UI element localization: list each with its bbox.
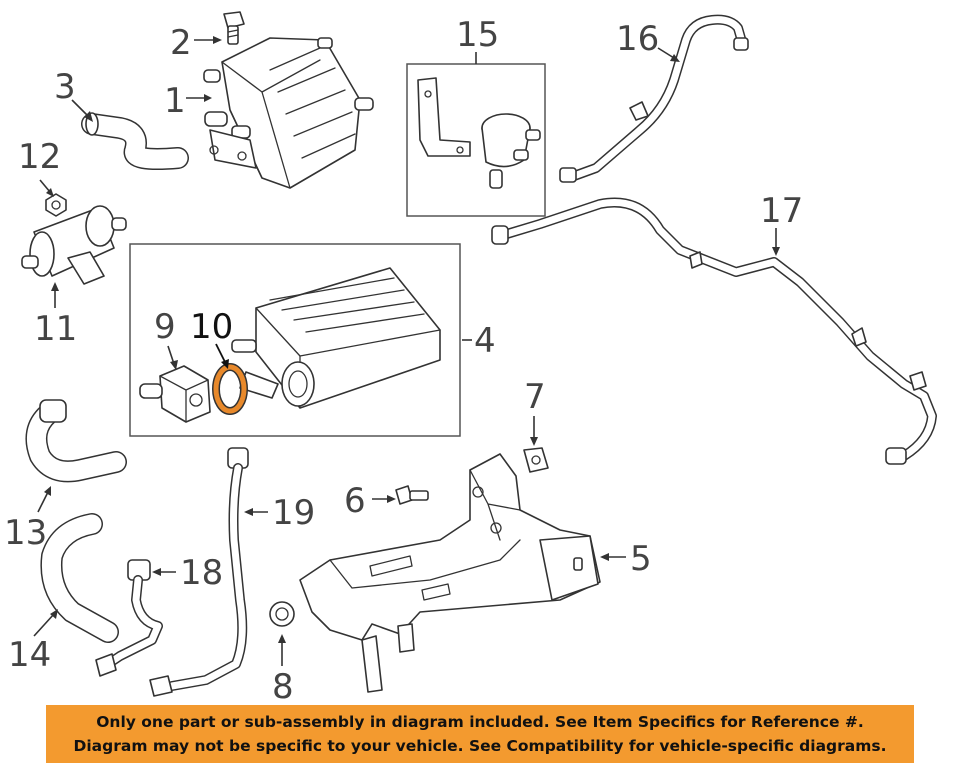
callout-9: 9	[154, 307, 176, 347]
part-11-filter[interactable]	[21, 205, 127, 285]
part-14-hose[interactable]	[40, 513, 119, 643]
part-1-canister[interactable]	[203, 37, 374, 189]
disclaimer-banner: Only one part or sub-assembly in diagram…	[46, 705, 914, 763]
callout-14: 14	[8, 635, 51, 675]
callout-4: 4	[474, 321, 496, 361]
callout-15: 15	[456, 15, 499, 55]
part-19-sensor[interactable]	[149, 447, 249, 697]
part-12-nut[interactable]	[45, 193, 67, 217]
part-10-gasket[interactable]	[212, 363, 248, 415]
callout-10: 10	[190, 307, 233, 347]
callout-3: 3	[54, 67, 76, 107]
callout-1: 1	[164, 81, 186, 121]
callout-18: 18	[180, 553, 223, 593]
callout-2: 2	[170, 23, 192, 63]
callout-16: 16	[616, 19, 659, 59]
part-4-canister[interactable]	[231, 267, 441, 409]
leader-lines	[33, 36, 780, 666]
callout-7: 7	[524, 377, 546, 417]
callout-5: 5	[630, 539, 652, 579]
part-7-clip[interactable]	[523, 447, 549, 473]
part-6-bolt[interactable]	[395, 485, 429, 505]
part-13-hose[interactable]	[25, 399, 127, 483]
callout-8: 8	[272, 667, 294, 700]
callout-19: 19	[272, 493, 315, 533]
callout-17: 17	[760, 191, 803, 231]
disclaimer-line-2: Diagram may not be specific to your vehi…	[73, 737, 887, 755]
part-9-valve[interactable]	[139, 365, 211, 423]
callout-11: 11	[34, 309, 77, 349]
part-5-bracket[interactable]	[299, 453, 601, 693]
disclaimer-line-1: Only one part or sub-assembly in diagram…	[96, 713, 864, 731]
parts-diagram: 1 2 3 12 11 9 10 4 15 16 17 7 6 5 19 18 …	[4, 11, 937, 700]
part-16-vapor-line[interactable]	[559, 14, 749, 183]
part-2-bolt[interactable]	[223, 11, 245, 45]
assembly-box-4	[129, 243, 461, 437]
callout-13: 13	[4, 513, 47, 553]
callout-12: 12	[18, 137, 61, 177]
part-17-vapor-line[interactable]	[491, 197, 937, 465]
part-15-purge-valve[interactable]	[417, 77, 541, 189]
part-8-grommet[interactable]	[269, 601, 295, 627]
part-18-sensor[interactable]	[95, 559, 163, 677]
callout-6: 6	[344, 481, 366, 521]
